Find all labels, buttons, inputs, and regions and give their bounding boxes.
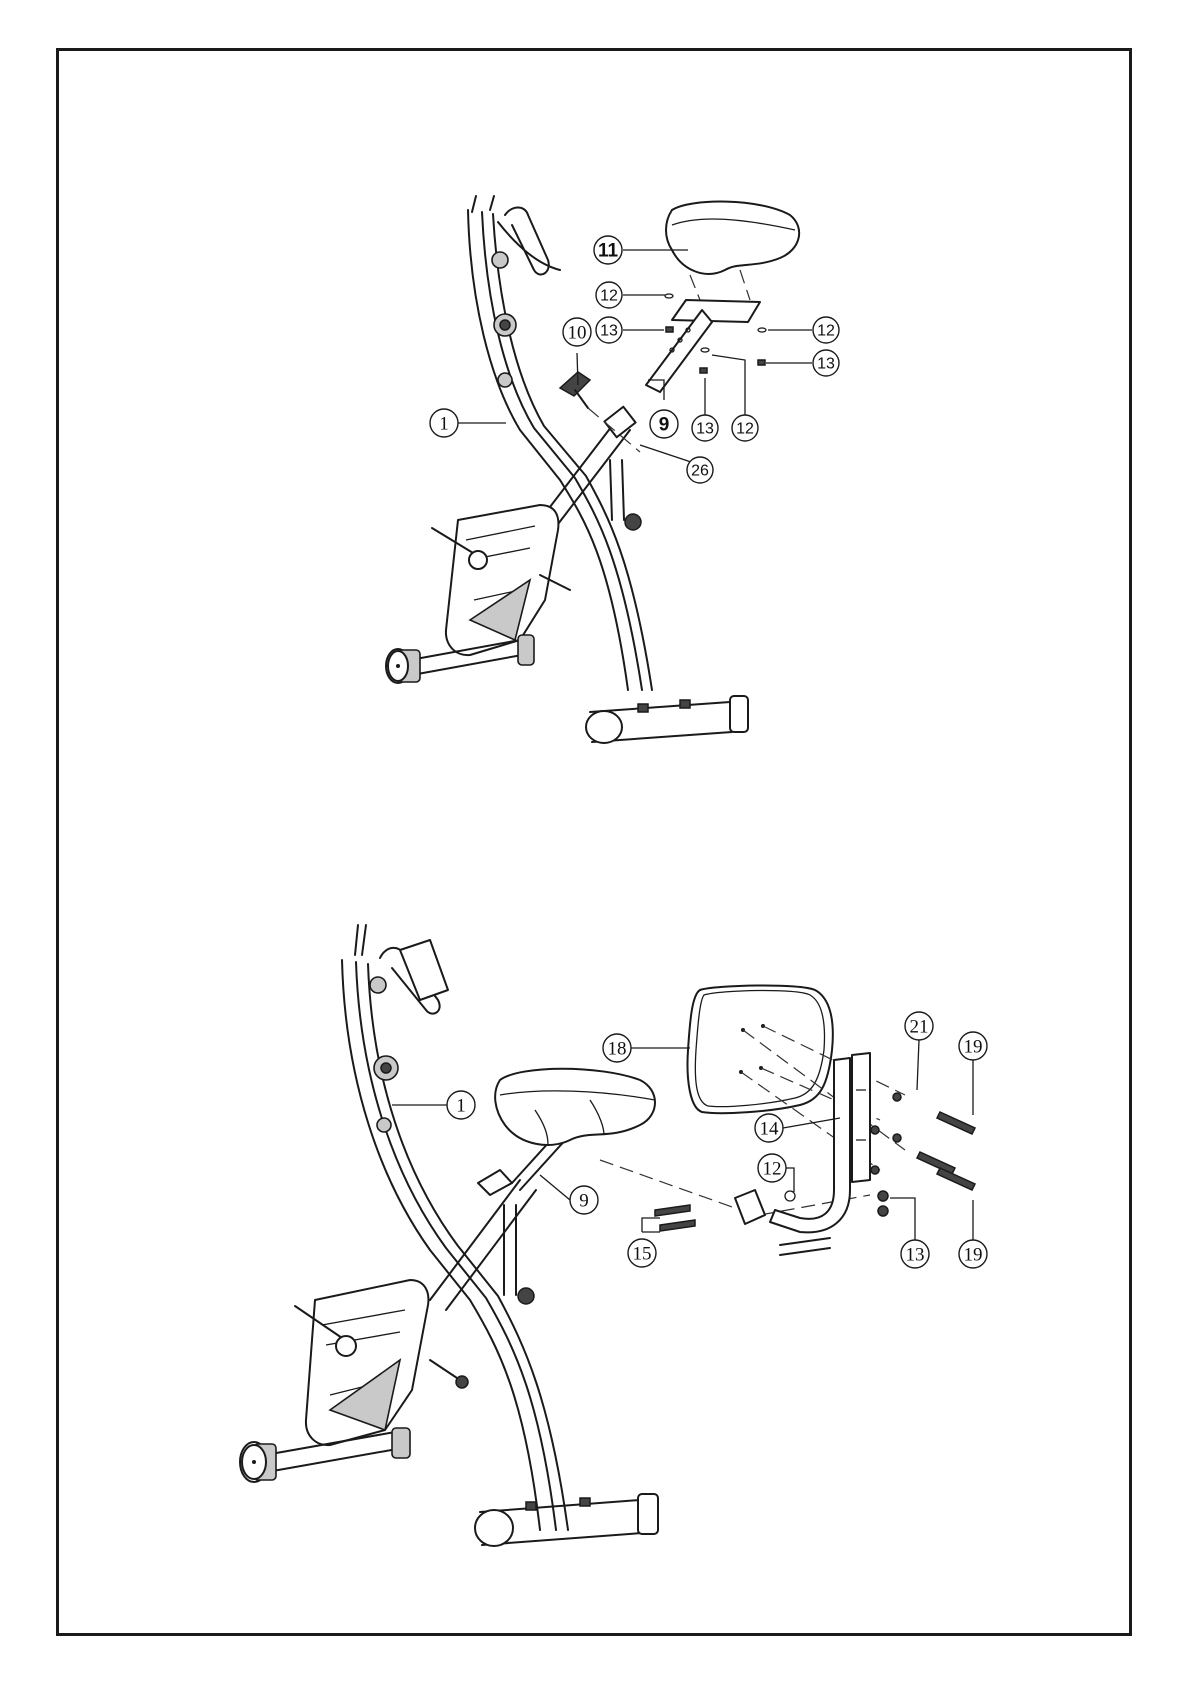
svg-text:10: 10	[568, 323, 587, 344]
svg-text:9: 9	[579, 1191, 589, 1212]
callout-1-top: 1	[430, 409, 458, 437]
svg-text:12: 12	[817, 323, 835, 340]
callout-12-top-right: 12	[813, 317, 839, 343]
callout-18: 18	[603, 1034, 631, 1062]
callout-19-bottom: 19	[959, 1240, 987, 1268]
svg-text:19: 19	[964, 1245, 983, 1266]
callout-19-top: 19	[959, 1032, 987, 1060]
svg-text:19: 19	[964, 1037, 983, 1058]
callout-15: 15	[628, 1239, 656, 1267]
svg-text:12: 12	[736, 421, 754, 438]
callout-21: 21	[905, 1012, 933, 1040]
callout-14: 14	[755, 1114, 783, 1142]
callout-26: 26	[687, 457, 713, 483]
callout-12-top-left: 12	[596, 282, 622, 308]
svg-text:12: 12	[763, 1159, 782, 1180]
svg-text:13: 13	[600, 323, 618, 340]
svg-text:14: 14	[760, 1119, 780, 1140]
callout-13-top-right: 13	[813, 350, 839, 376]
svg-text:13: 13	[906, 1245, 925, 1266]
svg-text:18: 18	[608, 1039, 627, 1060]
callout-9-bottom: 9	[570, 1186, 598, 1214]
bottom-bike-illustration	[240, 925, 658, 1546]
callout-10: 10	[563, 318, 591, 346]
callout-13-top-left: 13	[596, 317, 622, 343]
callout-11: 11	[594, 236, 622, 264]
callout-12-top-bottom: 12	[732, 415, 758, 441]
svg-text:11: 11	[598, 241, 619, 262]
svg-text:1: 1	[439, 414, 449, 435]
callout-9-top: 9	[650, 410, 678, 438]
svg-text:21: 21	[910, 1017, 929, 1038]
svg-text:15: 15	[633, 1244, 652, 1265]
svg-text:12: 12	[600, 288, 618, 305]
callout-1-bottom: 1	[447, 1091, 475, 1119]
top-leader-lines	[458, 250, 812, 465]
svg-text:26: 26	[691, 463, 709, 480]
callout-13-top-bottom: 13	[692, 415, 718, 441]
callout-12-bottom: 12	[758, 1154, 786, 1182]
callout-13-bottom: 13	[901, 1240, 929, 1268]
svg-text:1: 1	[456, 1096, 466, 1117]
svg-text:13: 13	[696, 421, 714, 438]
svg-text:9: 9	[659, 415, 670, 436]
svg-text:13: 13	[817, 356, 835, 373]
